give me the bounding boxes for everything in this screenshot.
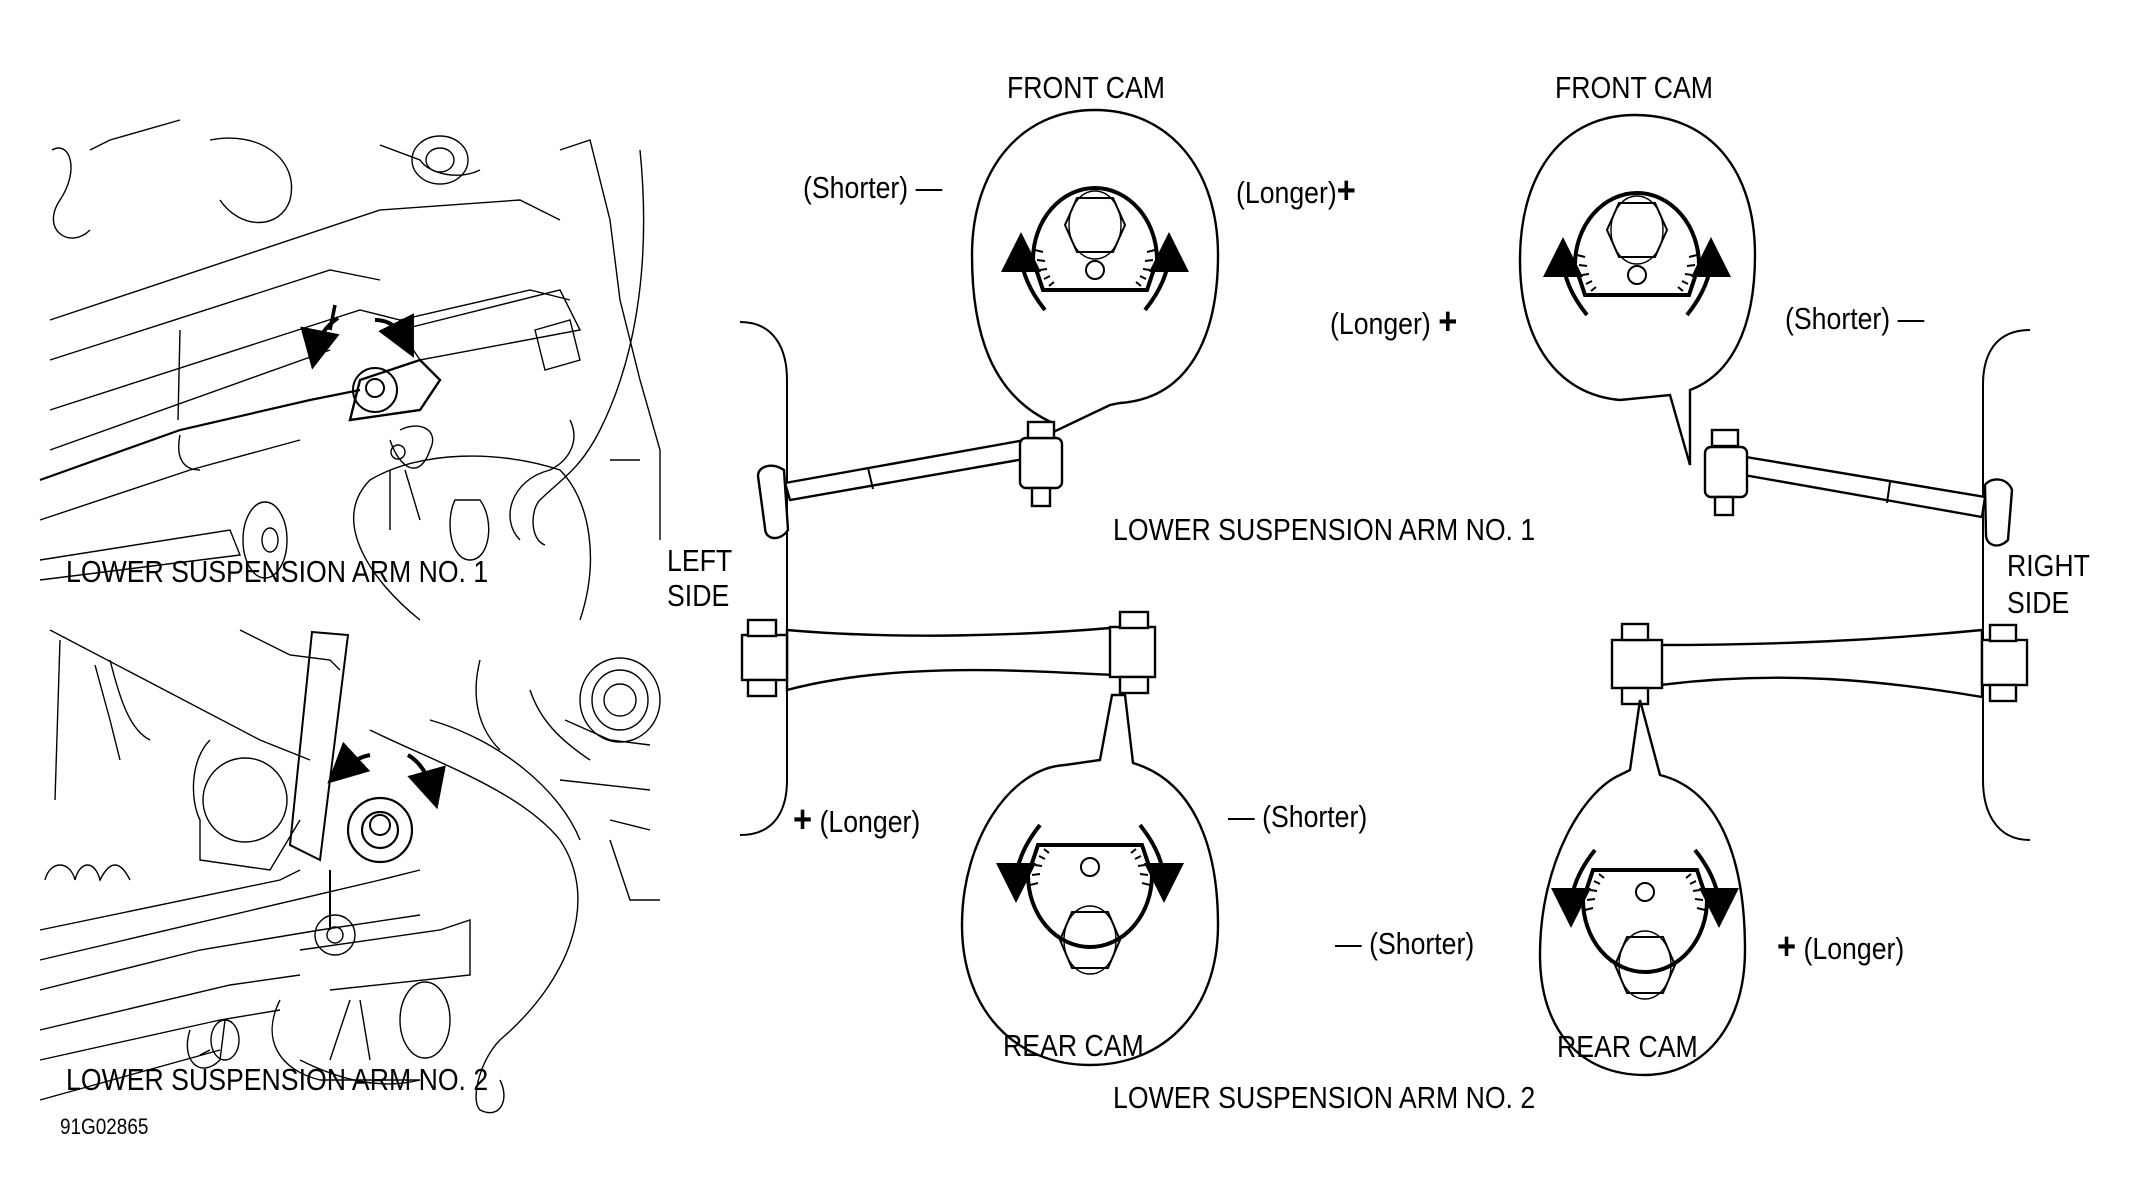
minus-sign: —	[1335, 926, 1362, 961]
minus-sign: —	[1228, 799, 1255, 834]
shorter-text: (Shorter)	[1262, 799, 1368, 834]
rear-cam-left-minus-label: — (Shorter)	[1228, 801, 1367, 832]
left-side-bracket	[739, 321, 788, 836]
plus-sign: +	[1777, 926, 1797, 968]
shorter-text: (Shorter)	[803, 170, 909, 205]
shorter-text: (Shorter)	[1785, 301, 1891, 336]
rear-cam-right-bubble	[1538, 699, 1747, 1077]
front-cam-left-bubble	[970, 108, 1220, 438]
rear-cam-right-title: REAR CAM	[1557, 1029, 1698, 1064]
arm2-photo-illustration	[39, 629, 661, 1114]
plus-sign: +	[1336, 170, 1356, 212]
longer-text: (Longer)	[1330, 306, 1431, 341]
rear-cam-left-title: REAR CAM	[1003, 1028, 1144, 1063]
longer-text: (Longer)	[819, 804, 921, 839]
right-side-label-line1: RIGHT	[2007, 548, 2090, 583]
left-side-label-line1: LEFT	[667, 543, 733, 578]
right-side-bracket	[1982, 329, 2031, 841]
front-cam-right-bubble	[1518, 113, 1757, 466]
minus-sign: —	[1897, 301, 1925, 336]
arm2-right	[1610, 622, 2029, 706]
plus-sign: +	[1438, 301, 1458, 343]
minus-sign: —	[915, 170, 943, 205]
longer-text: (Longer)	[1803, 931, 1905, 966]
arm1-label: LOWER SUSPENSION ARM NO. 1	[1113, 512, 1536, 547]
front-cam-left-plus-label: (Longer)+	[1236, 172, 1356, 210]
arm1-right	[1703, 428, 2014, 547]
rear-cam-right-plus-label: + (Longer)	[1777, 928, 1904, 966]
figure-code: 91G02865	[60, 1114, 149, 1139]
front-cam-right-plus-label: (Longer) +	[1330, 303, 1457, 341]
front-cam-right-title: FRONT CAM	[1555, 70, 1713, 105]
arm2-left	[740, 610, 1157, 698]
rear-cam-left-plus-label: + (Longer)	[793, 801, 920, 839]
front-cam-left-minus-label: (Shorter) —	[803, 172, 942, 203]
longer-text: (Longer)	[1236, 175, 1337, 210]
arm1-left	[756, 420, 1064, 540]
arm2-label: LOWER SUSPENSION ARM NO. 2	[1113, 1080, 1536, 1115]
rear-cam-left-bubble	[960, 693, 1220, 1067]
shorter-text: (Shorter)	[1369, 926, 1475, 961]
front-cam-right-minus-label: (Shorter) —	[1785, 303, 1924, 334]
right-side-label-line2: SIDE	[2007, 585, 2070, 620]
left-panel-caption-arm2: LOWER SUSPENSION ARM NO. 2	[66, 1062, 489, 1097]
left-panel-caption-arm1: LOWER SUSPENSION ARM NO. 1	[66, 554, 489, 589]
plus-sign: +	[793, 799, 813, 841]
rear-cam-right-minus-label: — (Shorter)	[1335, 928, 1474, 959]
left-side-label-line2: SIDE	[667, 578, 730, 613]
front-cam-left-title: FRONT CAM	[1007, 70, 1165, 105]
arm1-photo-illustration	[39, 119, 661, 621]
